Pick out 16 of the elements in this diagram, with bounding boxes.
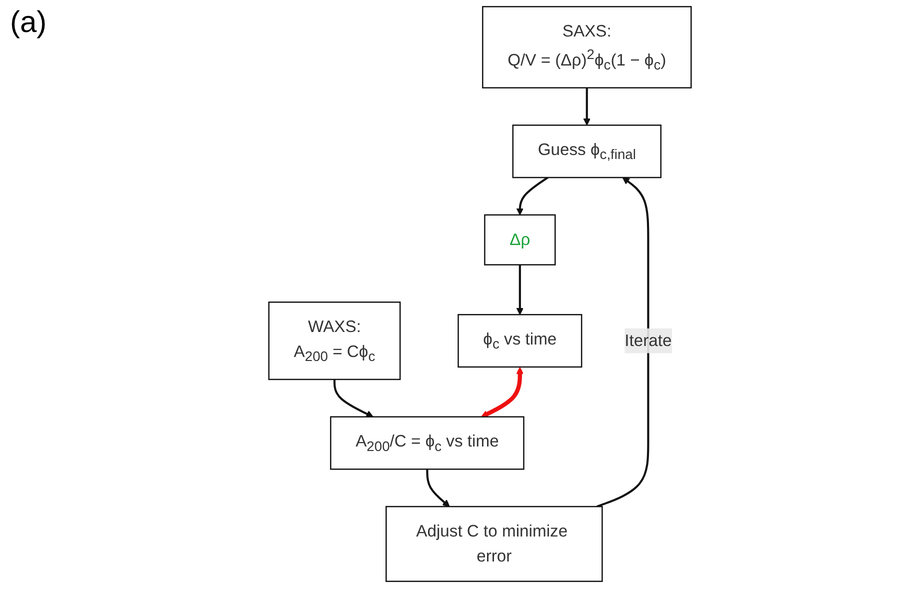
arrow	[480, 366, 524, 418]
panel-label: (a)	[10, 6, 47, 40]
arrow	[516, 176, 548, 216]
node-box: WAXS: A$_{200}$ = Cϕ$_{c}$	[268, 302, 401, 380]
arrow	[596, 177, 650, 508]
arrow	[516, 264, 524, 315]
arrow	[333, 379, 374, 418]
node-box: Adjust C to minimize error	[386, 506, 603, 582]
node-box: A$_{200}$/C = ϕ$_{c}$ vs time	[330, 416, 524, 470]
edge-label: Iterate	[624, 332, 672, 350]
node-box: Δρ	[484, 214, 556, 266]
node-box: Guess ϕ$_{c,final}$	[512, 124, 662, 178]
arrow	[583, 88, 591, 126]
arrow	[426, 469, 450, 507]
node-box: SAXS: Q/V = (Δρ)$^{2}$ϕ$_{c}$(1 − ϕ$_{c}$)	[482, 6, 692, 88]
node-box: ϕ$_{c}$ vs time	[458, 314, 582, 368]
